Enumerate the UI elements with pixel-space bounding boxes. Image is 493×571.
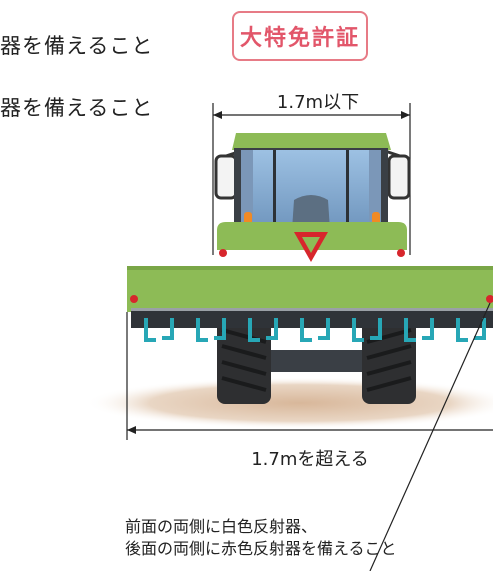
ground-shadow — [85, 377, 493, 429]
tail-light-left — [219, 249, 227, 257]
mirrors — [214, 148, 411, 200]
reflector-right — [486, 295, 493, 303]
tractor-body — [217, 222, 407, 262]
top-text-line1: 器を備えること — [0, 34, 154, 58]
license-badge: 大特免許証 — [232, 11, 368, 61]
tail-light-right — [397, 249, 405, 257]
top-text-line2: 器を備えること — [0, 96, 154, 120]
implement-width-label: 1.7mを超える — [251, 449, 369, 470]
reflector-note-line2: 後面の両側に赤色反射器を備えること — [125, 539, 397, 558]
tractor-cab — [232, 133, 391, 232]
tines — [144, 318, 486, 342]
implement-width-dimension — [126, 312, 493, 440]
reflector-left — [130, 295, 138, 303]
reflector-note-line1: 前面の両側に白色反射器、 — [125, 517, 318, 536]
reflector-leader-line — [369, 302, 491, 571]
tractor-width-label: 1.7m以下 — [276, 92, 360, 113]
rotary-implement — [127, 266, 493, 328]
reflector-note: 前面の両側に白色反射器、 後面の両側に赤色反射器を備えること — [125, 516, 397, 560]
